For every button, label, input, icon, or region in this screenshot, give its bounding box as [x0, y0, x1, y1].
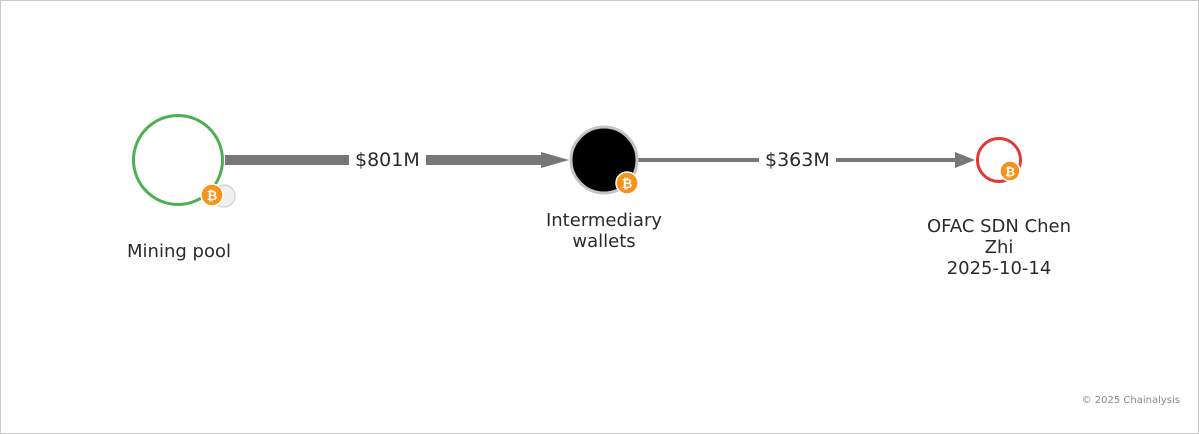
node-label-ofac-sdn-chen-zhi: OFAC SDN Chen Zhi 2025-10-14: [899, 216, 1099, 279]
node-intermediary-wallets[interactable]: ₿: [569, 125, 639, 195]
edge-amount-363m: $363M: [759, 148, 836, 172]
svg-text:₿: ₿: [207, 189, 218, 204]
ofac-label-line-3: 2025-10-14: [946, 258, 1052, 279]
node-ofac-sdn-chen-zhi[interactable]: ₿: [976, 137, 1022, 183]
copyright-notice: © 2025 Chainalysis: [1081, 395, 1180, 406]
node-label-mining-pool: Mining pool: [127, 241, 231, 262]
bitcoin-icon: ₿: [615, 171, 639, 195]
svg-text:₿: ₿: [1005, 165, 1015, 179]
bitcoin-icon: ₿: [999, 160, 1021, 182]
ofac-label-line-2: Zhi: [984, 237, 1014, 258]
edge-amount-801m: $801M: [349, 148, 426, 172]
node-label-intermediary-wallets: Intermediary wallets: [545, 210, 663, 252]
ofac-label-line-1: OFAC SDN Chen: [926, 216, 1072, 237]
node-mining-pool[interactable]: ₿: [132, 114, 236, 208]
bitcoin-icon: ₿: [200, 183, 224, 207]
svg-text:₿: ₿: [622, 177, 633, 192]
